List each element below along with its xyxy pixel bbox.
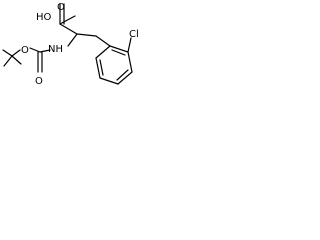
ring-double-bond-inner-2 — [116, 69, 129, 81]
ring-bond-5 — [95, 57, 101, 79]
ring-double-bond-inner-3 — [99, 59, 104, 76]
atom-label-oh: HO — [36, 12, 52, 23]
ring-bond-4 — [99, 77, 119, 85]
atom-label-ester-o: O — [21, 45, 29, 56]
bond-tbu-methyl-3 — [11, 55, 22, 65]
bond-tbu-methyl-2 — [3, 55, 13, 67]
ring-double-bond-inner-1 — [111, 49, 126, 56]
bond-alpha-ch2 — [76, 33, 97, 37]
bond-ch2-ring — [95, 35, 111, 47]
bond-tbu-methyl-1 — [2, 49, 13, 57]
bond-ring-cl — [127, 37, 132, 53]
ring-bond-2 — [127, 51, 133, 73]
bond-alpha-n — [67, 33, 78, 47]
chemical-structure-diagram: HO O NH O O Cl — [2, 2, 139, 87]
atom-label-carboxyl-o: O — [57, 2, 65, 13]
bond-cooh-c-alpha — [59, 23, 78, 35]
atom-label-carbonyl-o: O — [35, 76, 43, 87]
bond-lines — [2, 3, 133, 85]
ring-bond-6 — [95, 45, 111, 59]
atom-label-nh: NH — [48, 44, 63, 55]
atom-labels: HO O NH O O Cl — [21, 2, 139, 87]
ring-bond-3 — [117, 71, 133, 85]
bond-cooh-c-oh — [59, 15, 76, 25]
bond-o-tbu — [11, 49, 21, 57]
ring-bond-1 — [109, 45, 129, 53]
atom-label-cl: Cl — [129, 29, 139, 40]
bond-carbamate-c-o-single — [29, 47, 41, 53]
